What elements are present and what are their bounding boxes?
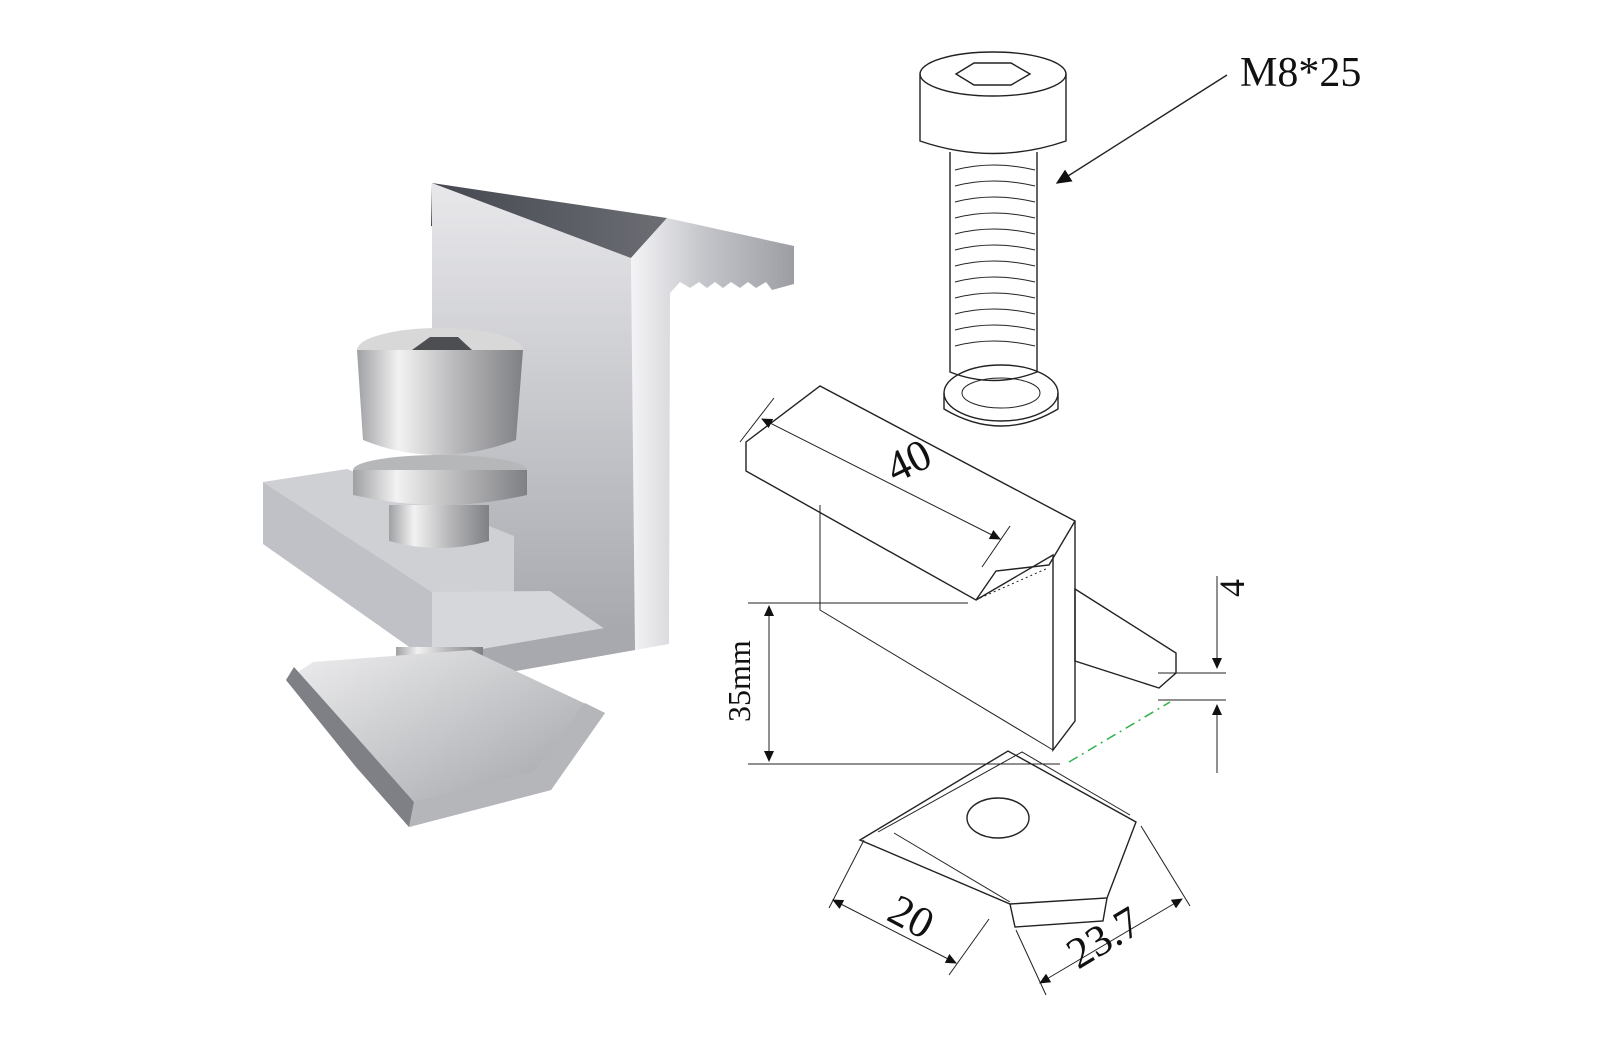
dimension-4-label: 4: [1212, 579, 1252, 597]
clamp-base-top: [263, 469, 514, 602]
dimension-20-line: [832, 899, 957, 964]
washer-side: [353, 470, 527, 505]
dimension-23-7-ext-right: [1140, 825, 1191, 907]
bolt-size-label: M8*25: [1240, 50, 1361, 96]
clamp-base-front-left: [263, 482, 432, 663]
clamp-bottom-flange: [1074, 587, 1177, 689]
tnut-outline: [858, 750, 1137, 905]
end-clamp-render: [263, 183, 794, 827]
dimension-23-7-ext-left: [1015, 929, 1047, 996]
dimension-23-7-line: [1039, 898, 1183, 984]
clamp-web: [975, 521, 1076, 753]
spring-washer-side: [943, 393, 1059, 427]
dimension-20-label: 20: [880, 885, 942, 949]
clamp-base-edge: [470, 623, 635, 679]
clamp-drawing: [745, 385, 1177, 763]
tnut-ridge: [877, 751, 1131, 833]
dimension-40-ext-right: [981, 525, 1011, 568]
bolt-thread-upper: [389, 505, 489, 548]
tnut-front-edge: [409, 703, 605, 827]
clamp-top-face: [431, 183, 667, 258]
bolt-hex-icon: [954, 62, 1032, 86]
dimension-40-label: 40: [878, 429, 939, 492]
bolt-drawing: [919, 51, 1067, 427]
bolt-head-outline: [919, 51, 1067, 97]
tnut-groove: [893, 832, 1011, 903]
tnut-left-edge: [286, 667, 414, 827]
technical-drawing: M8*25 40: [721, 50, 1361, 996]
dimension-20-ext-left: [828, 839, 865, 909]
tnut-bolt-hole: [966, 797, 1030, 839]
clamp-serration: [979, 567, 1049, 599]
spring-washer-hole: [961, 377, 1041, 409]
dimension-20-ext-right: [948, 918, 990, 976]
bolt-head-side: [357, 350, 523, 455]
bolt-threads: [954, 164, 1036, 347]
bolt-leader-arrow: [1055, 74, 1228, 184]
clamp-hidden-edge: [819, 505, 1054, 751]
clamp-right-face: [631, 218, 794, 650]
dimension-40-line: [761, 418, 1001, 540]
spring-washer-top: [943, 364, 1059, 422]
dimension-40-ext-left: [739, 397, 775, 443]
dimension-23-7-label: 23.7: [1058, 897, 1149, 979]
bolt-head-body: [919, 74, 1067, 155]
green-centerline: [1068, 701, 1171, 763]
dimension-35-label: 35mm: [721, 640, 757, 722]
bolt-shank: [949, 152, 1038, 382]
